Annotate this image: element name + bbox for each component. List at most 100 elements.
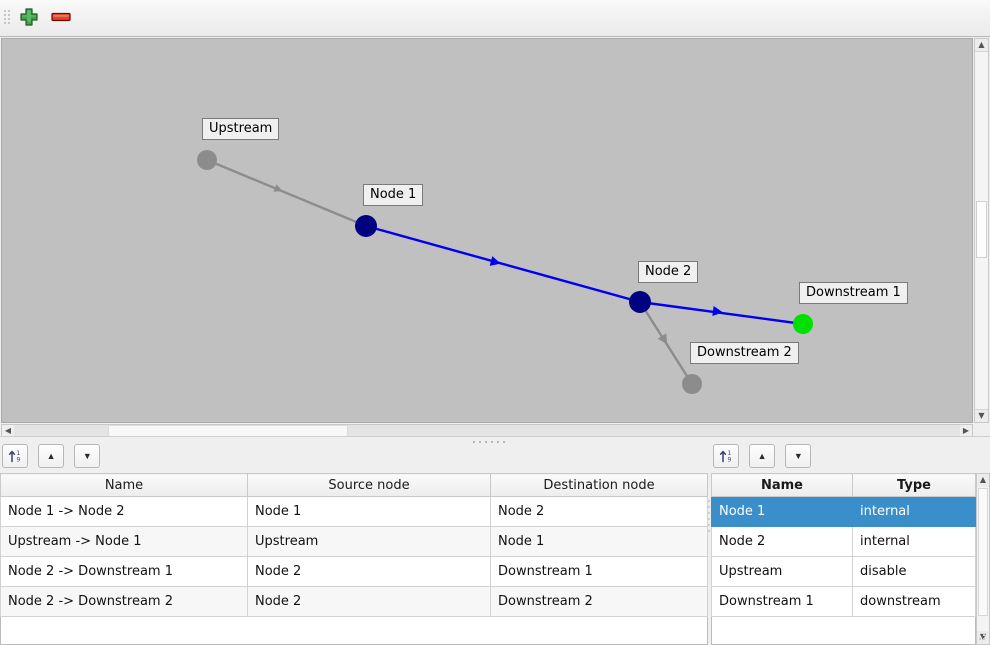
- window-resize-grip-icon[interactable]: [977, 632, 987, 642]
- graph-label-upstream[interactable]: Upstream: [202, 118, 280, 140]
- sort-nodes-button[interactable]: 1 9: [713, 444, 739, 468]
- sort-ascending-icon: 1 9: [8, 450, 21, 464]
- column-header-destination-node[interactable]: Destination node: [490, 473, 708, 497]
- column-header-type[interactable]: Type: [852, 473, 976, 497]
- triangle-down-icon: ▼: [82, 450, 92, 461]
- table-row[interactable]: Node 2 internal: [711, 526, 976, 557]
- cell-connection-name: Node 1 -> Node 2: [0, 496, 248, 527]
- column-header-name[interactable]: Name: [0, 473, 248, 497]
- graph-canvas-area: Upstream Node 1 Node 2 Downstream 1 Down…: [0, 38, 990, 438]
- cell-destination-node: Downstream 1: [490, 556, 708, 587]
- scroll-up-button[interactable]: ▲: [975, 39, 988, 52]
- cell-node-type: internal: [852, 526, 976, 557]
- cell-source-node: Node 2: [247, 556, 491, 587]
- canvas-vertical-scrollbar[interactable]: ▲ ▼: [974, 38, 989, 423]
- nodes-table[interactable]: Name Type Node 1 internal Node 2 interna…: [711, 473, 976, 617]
- table-row[interactable]: Node 2 -> Downstream 1 Node 2 Downstream…: [0, 556, 708, 587]
- chevron-up-icon: ▲: [979, 475, 987, 484]
- graph-node-upstream[interactable]: [197, 150, 217, 170]
- add-node-button[interactable]: [16, 6, 42, 30]
- arrowhead-icon: [489, 256, 501, 266]
- chevron-down-icon: ▼: [979, 632, 987, 641]
- cell-node-type: disable: [852, 556, 976, 587]
- cell-source-node: Node 1: [247, 496, 491, 527]
- cell-node-name: Downstream 1: [711, 586, 853, 617]
- red-minus-icon: [51, 12, 71, 22]
- svg-text:9: 9: [728, 457, 732, 464]
- edge-upstream-node1[interactable]: [206, 158, 367, 228]
- nodes-scroll-down-button[interactable]: ▼: [977, 631, 989, 644]
- graph-node-downstream-2[interactable]: [682, 374, 702, 394]
- vertical-splitter[interactable]: [708, 500, 711, 540]
- horizontal-splitter[interactable]: [0, 436, 990, 445]
- svg-text:1: 1: [728, 450, 732, 457]
- cell-destination-node: Node 1: [490, 526, 708, 557]
- scroll-down-button[interactable]: ▼: [975, 409, 988, 422]
- cell-source-node: Node 2: [247, 586, 491, 617]
- sort-ascending-icon: 1 9: [719, 450, 732, 464]
- vertical-scroll-thumb[interactable]: [976, 201, 987, 258]
- move-node-up-button[interactable]: ▲: [749, 444, 776, 468]
- graph-node-node-2[interactable]: [629, 291, 651, 313]
- chevron-up-icon: ▲: [978, 40, 985, 49]
- table-row[interactable]: Node 1 -> Node 2 Node 1 Node 2: [0, 496, 708, 527]
- cell-node-name: Node 1: [711, 496, 853, 527]
- arrowhead-icon: [657, 333, 668, 345]
- cell-destination-node: Downstream 2: [490, 586, 708, 617]
- edge-node2-downstream1[interactable]: [639, 300, 804, 326]
- graph-label-downstream-1[interactable]: Downstream 1: [799, 282, 908, 304]
- edge-node2-downstream2[interactable]: [638, 301, 694, 385]
- canvas-horizontal-scrollbar[interactable]: ◀ ▶: [1, 424, 973, 438]
- column-header-name[interactable]: Name: [711, 473, 853, 497]
- graph-label-downstream-2[interactable]: Downstream 2: [690, 342, 799, 364]
- nodes-button-row: 1 9 ▲ ▼: [713, 444, 817, 470]
- edge-node1-node2[interactable]: [365, 224, 641, 304]
- table-row[interactable]: Upstream disable: [711, 556, 976, 587]
- graph-label-node-1[interactable]: Node 1: [363, 184, 424, 206]
- cell-destination-node: Node 2: [490, 496, 708, 527]
- cell-connection-name: Upstream -> Node 1: [0, 526, 248, 557]
- graph-label-node-2[interactable]: Node 2: [638, 261, 699, 283]
- delete-node-button[interactable]: [48, 6, 74, 30]
- triangle-up-icon: ▲: [757, 450, 767, 461]
- toolbar-grip-icon[interactable]: [4, 10, 10, 28]
- nodes-scroll-thumb[interactable]: [978, 488, 988, 616]
- cell-connection-name: Node 2 -> Downstream 1: [0, 556, 248, 587]
- chevron-down-icon: ▼: [978, 411, 985, 420]
- move-node-down-button[interactable]: ▼: [785, 444, 812, 468]
- splitter-grip-icon: [473, 441, 517, 444]
- svg-text:1: 1: [17, 450, 21, 457]
- table-row[interactable]: Upstream -> Node 1 Upstream Node 1: [0, 526, 708, 557]
- cell-node-type: internal: [852, 496, 976, 527]
- column-header-source-node[interactable]: Source node: [247, 473, 491, 497]
- graph-node-downstream-1[interactable]: [793, 314, 813, 334]
- graph-canvas[interactable]: Upstream Node 1 Node 2 Downstream 1 Down…: [1, 38, 973, 423]
- graph-node-node-1[interactable]: [355, 215, 377, 237]
- cell-source-node: Upstream: [247, 526, 491, 557]
- cell-node-type: downstream: [852, 586, 976, 617]
- toolbar: [0, 0, 990, 37]
- connections-table[interactable]: Name Source node Destination node Node 1…: [0, 473, 708, 617]
- scroll-right-button[interactable]: ▶: [960, 425, 972, 437]
- sort-connections-button[interactable]: 1 9: [2, 444, 28, 468]
- chevron-right-icon: ▶: [962, 426, 970, 435]
- connections-button-row: 1 9 ▲ ▼: [2, 444, 106, 470]
- arrowhead-icon: [273, 184, 283, 192]
- nodes-table-scrollbar[interactable]: ▲ ▼: [976, 473, 990, 645]
- nodes-scroll-up-button[interactable]: ▲: [977, 474, 989, 487]
- table-row[interactable]: Node 2 -> Downstream 2 Node 2 Downstream…: [0, 586, 708, 617]
- cell-connection-name: Node 2 -> Downstream 2: [0, 586, 248, 617]
- table-row[interactable]: Downstream 1 downstream: [711, 586, 976, 617]
- green-plus-icon: [20, 8, 38, 26]
- svg-text:9: 9: [17, 457, 21, 464]
- cell-node-name: Upstream: [711, 556, 853, 587]
- table-row-selected[interactable]: Node 1 internal: [711, 496, 976, 527]
- move-connection-up-button[interactable]: ▲: [38, 444, 65, 468]
- move-connection-down-button[interactable]: ▼: [74, 444, 101, 468]
- cell-node-name: Node 2: [711, 526, 853, 557]
- triangle-up-icon: ▲: [46, 450, 56, 461]
- scroll-left-button[interactable]: ◀: [2, 425, 14, 437]
- arrowhead-icon: [712, 306, 723, 316]
- graph-svg: [197, 150, 813, 394]
